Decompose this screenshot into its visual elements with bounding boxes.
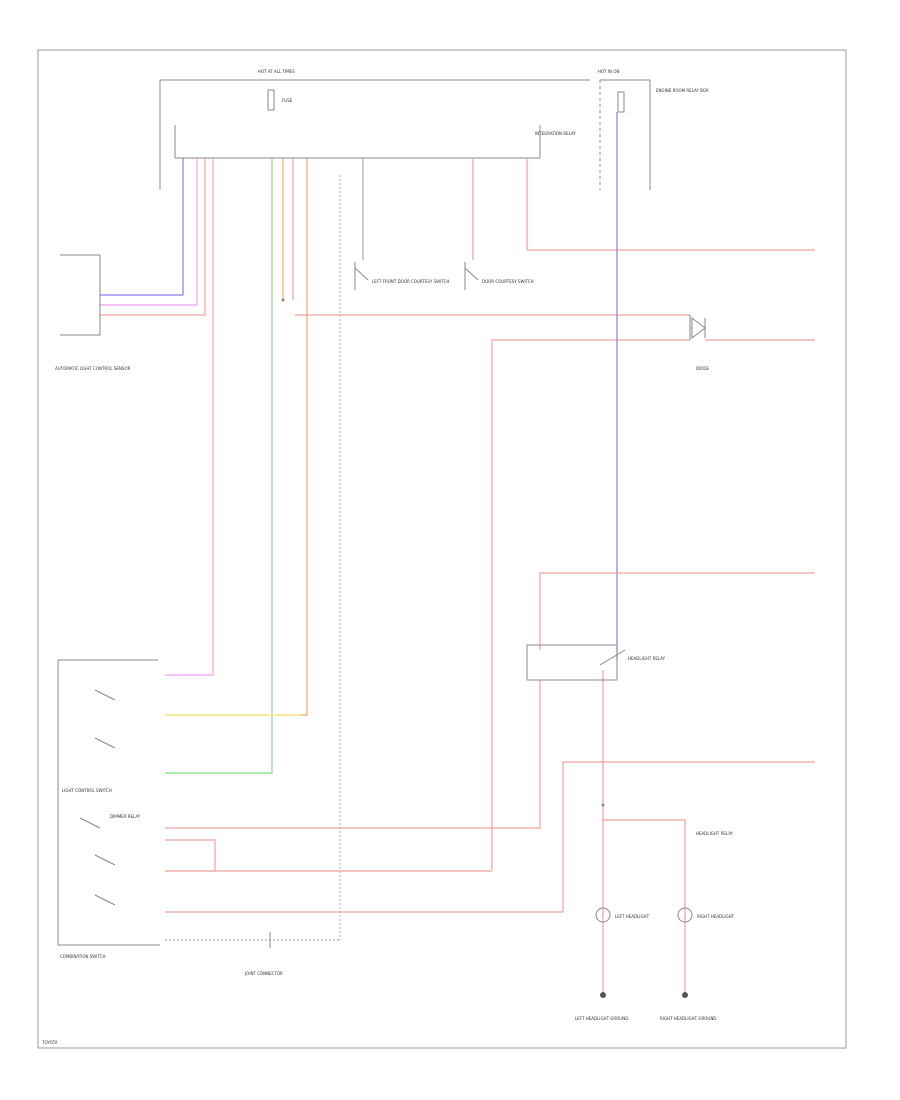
connector-dots (281, 298, 605, 807)
diode-label: DIODE (696, 366, 709, 371)
wire-red-762 (562, 761, 815, 912)
right-headlight-label: RIGHT HEADLIGHT (697, 914, 735, 919)
wire-violet-sensor (100, 158, 184, 296)
auto-light-sensor: AUTOMATIC LIGHT CONTROL SENSOR (55, 254, 131, 371)
left-headlight-label: LEFT HEADLIGHT (615, 914, 650, 919)
light-control-switch-label: LIGHT CONTROL SWITCH (62, 788, 112, 793)
joint-connector: JOINT CONNECTOR (244, 932, 283, 976)
wire-red-combo-loop (165, 839, 216, 871)
door-courtesy-switch-left: LEFT FRONT DOOR COURTESY SWITCH (354, 262, 449, 290)
left-headlight: LEFT HEADLIGHT (595, 907, 650, 923)
dimmer-relay-label: DIMMER RELAY (110, 814, 141, 819)
fuse-block-right-title: HOT IN ON (598, 69, 619, 74)
right-headlight: RIGHT HEADLIGHT (677, 907, 735, 923)
combination-switch-label: COMBINATION SWITCH (60, 954, 105, 959)
wire-red-sensor (100, 158, 206, 316)
diode: DIODE (689, 315, 709, 371)
fuse-relay-block: HOT AT ALL TIMES HOT IN ON FUSE ENGINE R… (159, 69, 709, 190)
engine-box-label: ENGINE ROOM RELAY BOX (656, 88, 709, 93)
right-ground-label: RIGHT HEADLIGHT GROUND (660, 1016, 716, 1021)
footer-label: TOYOTA (41, 1040, 58, 1045)
integration-relay-label: INTEGRATION RELAY (535, 131, 576, 136)
fuse-block-title: HOT AT ALL TIMES (258, 69, 295, 74)
wire-red-340 (491, 339, 690, 870)
left-ground-label: LEFT HEADLIGHT GROUND (575, 1016, 628, 1021)
wire-magenta-sensor (100, 158, 198, 306)
left-ground: LEFT HEADLIGHT GROUND (575, 992, 628, 1021)
door-courtesy-switch-right: DOOR COURTESY SWITCH (464, 262, 534, 290)
auto-light-sensor-label: AUTOMATIC LIGHT CONTROL SENSOR (55, 366, 131, 371)
headlight-relay-side-label: HEADLIGHT RELAY (696, 831, 734, 836)
wire-magenta-combo (165, 158, 214, 676)
wires (100, 112, 815, 995)
door-courtesy-left-label: LEFT FRONT DOOR COURTESY SWITCH (372, 279, 449, 284)
right-ground: RIGHT HEADLIGHT GROUND (660, 992, 716, 1021)
wire-red-headlight-right (603, 819, 686, 995)
headlight-relay: HEADLIGHT RELAY (526, 644, 666, 681)
wire-green (165, 158, 273, 774)
wire-red-top (526, 158, 815, 251)
wire-red-relay-down (165, 680, 541, 829)
fuse-item-label: FUSE (282, 98, 293, 103)
wire-orange (165, 158, 308, 716)
joint-connector-label: JOINT CONNECTOR (244, 971, 283, 976)
combination-switch: LIGHT CONTROL SWITCH DIMMER RELAY COMBIN… (57, 659, 160, 959)
diagram-frame (37, 49, 847, 1049)
wire-red-575 (539, 572, 815, 650)
headlight-relay-label: HEADLIGHT RELAY (628, 656, 666, 661)
door-courtesy-right-label: DOOR COURTESY SWITCH (482, 279, 534, 284)
